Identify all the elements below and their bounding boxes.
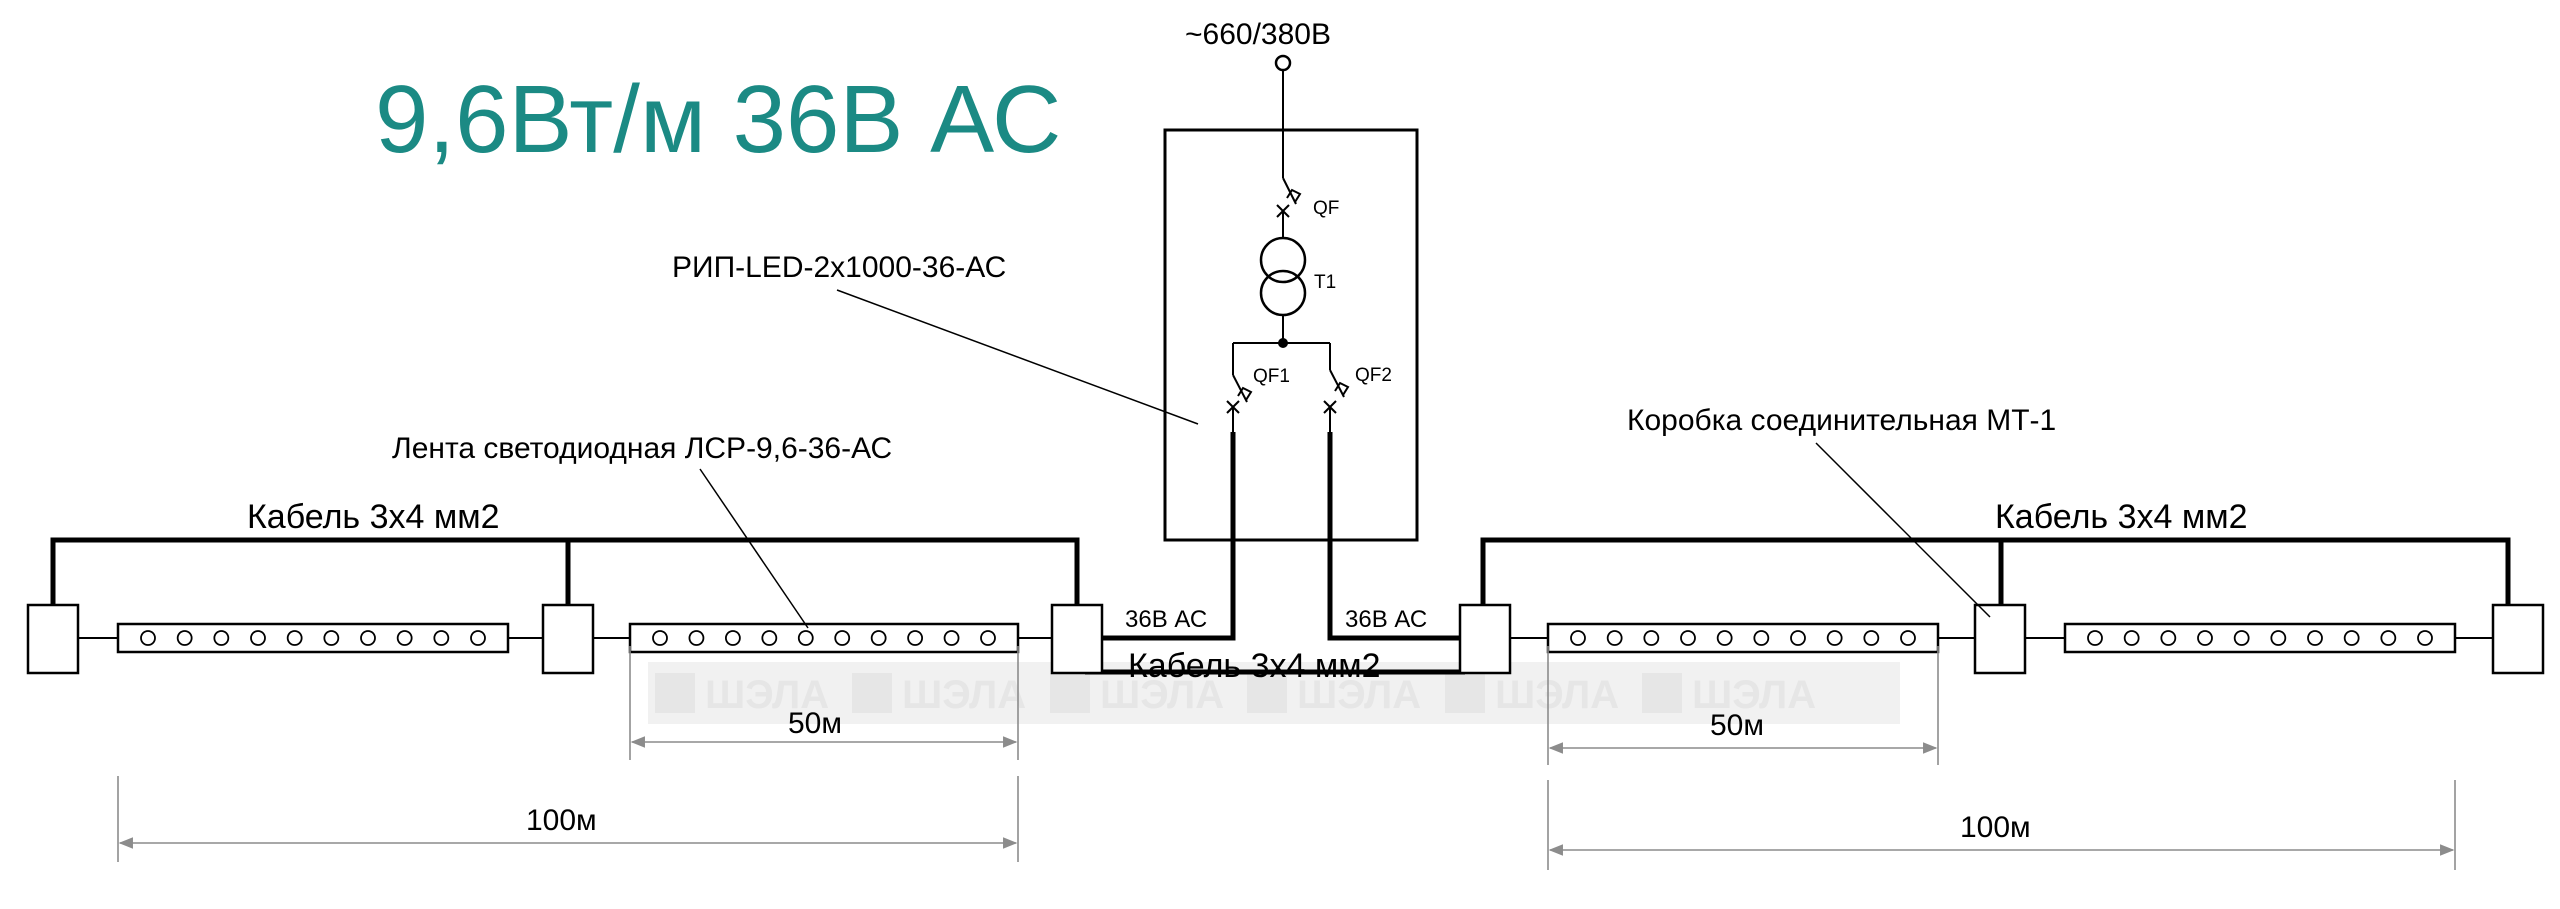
led-icon: [286, 630, 303, 646]
led-icon: [1900, 630, 1916, 646]
transformer-label: T1: [1314, 272, 1336, 293]
left-segment-length: 50м: [788, 707, 842, 740]
dimension-left-segment: [629, 646, 1019, 760]
shela-logo-icon: [852, 673, 892, 713]
led-icon: [834, 630, 851, 646]
led-strip: [628, 622, 1020, 654]
led-icon: [1643, 630, 1660, 646]
led-icon: [907, 630, 924, 646]
output-cable-right: [1327, 432, 1465, 641]
right-segment-length: 50м: [1710, 709, 1764, 742]
watermark-text: ШЭЛА: [902, 673, 1026, 717]
led-icon: [1826, 630, 1843, 646]
breaker-qf1-label: QF1: [1253, 366, 1290, 387]
led-strip-label: Лента светодиодная ЛСР-9,6-36-АС: [392, 432, 892, 465]
led-icon: [1863, 630, 1880, 646]
led-icon: [2233, 630, 2250, 646]
led-icon: [652, 630, 668, 646]
main-breaker-qf: [1276, 177, 1302, 237]
diagram-title: 9,6Вт/м 36В АС: [375, 66, 1061, 173]
shela-logo-icon: [1642, 673, 1682, 713]
dimension-left-total: [117, 776, 1019, 862]
shela-logo-icon: [1445, 673, 1485, 713]
junction-box-label: Коробка соединительная МТ-1: [1627, 404, 2056, 437]
led-strip: [1546, 622, 1940, 654]
led-icon: [870, 630, 887, 646]
shela-logo-icon: [1050, 673, 1090, 713]
left-cable-label: Кабель 3х4 мм2: [247, 498, 500, 536]
right-top-cable: [1480, 537, 2511, 605]
breaker-qf2-label: QF2: [1355, 365, 1392, 386]
led-icon: [980, 630, 996, 646]
led-icon: [2197, 630, 2213, 646]
led-strip: [2063, 622, 2457, 654]
right-cable-label: Кабель 3х4 мм2: [1995, 498, 2248, 536]
center-cable-label: Кабель 3х4 мм2: [1128, 647, 1381, 685]
led-icon: [2417, 630, 2433, 646]
watermark-text: ШЭЛА: [705, 673, 829, 717]
output-voltage-left: 36В АС: [1125, 606, 1207, 633]
led-icon: [1790, 630, 1806, 646]
led-icon: [433, 630, 450, 646]
junction-box: [2491, 603, 2545, 675]
led-icon: [323, 630, 340, 646]
led-icon: [176, 630, 193, 646]
junction-box: [1050, 603, 1104, 675]
led-icon: [761, 630, 778, 646]
led-icon: [724, 630, 741, 646]
breaker-qf1: [1226, 343, 1253, 432]
output-voltage-right: 36В АС: [1345, 606, 1427, 633]
led-icon: [797, 630, 814, 646]
left-top-cable: [50, 537, 1080, 605]
watermark-text: ШЭЛА: [1100, 673, 1224, 717]
watermark-text: ШЭЛА: [1692, 673, 1816, 717]
junction-box: [1973, 603, 2027, 675]
led-icon: [2307, 630, 2323, 646]
led-icon: [213, 630, 230, 646]
led-icon: [2380, 630, 2397, 646]
junction-box: [541, 603, 595, 675]
led-icon: [1716, 630, 1733, 646]
led-icon: [2343, 630, 2360, 646]
right-total-length: 100м: [1960, 811, 2031, 844]
left-total-length: 100м: [526, 804, 597, 837]
led-icon: [1570, 630, 1586, 646]
led-icon: [140, 630, 156, 646]
shela-logo-icon: [655, 673, 695, 713]
breaker-qf2: [1323, 343, 1350, 432]
power-supply-label: РИП-LED-2х1000-36-АС: [672, 251, 1006, 284]
led-icon: [1606, 630, 1623, 646]
junction-box: [1458, 603, 1512, 675]
dimension-right-total: [1547, 780, 2456, 870]
power-supply-cabinet: [1163, 128, 1419, 542]
led-icon: [396, 630, 413, 646]
output-cable-left: [1085, 432, 1236, 641]
shela-logo-icon: [1247, 673, 1287, 713]
led-icon: [1753, 630, 1770, 646]
led-icon: [943, 630, 960, 646]
supply-voltage-label: ~660/380В: [1185, 18, 1331, 51]
led-icon: [2087, 630, 2103, 646]
led-icon: [250, 630, 266, 646]
led-icon: [2123, 630, 2140, 646]
led-icon: [688, 630, 705, 646]
watermark-text: ШЭЛА: [1495, 673, 1619, 717]
led-icon: [360, 630, 376, 646]
led-strip: [116, 622, 510, 654]
transformer-t1: [1259, 236, 1307, 348]
dimension-right-segment: [1547, 646, 1939, 765]
watermark-text: ШЭЛА: [1297, 673, 1421, 717]
supply-terminal: [1274, 54, 1292, 178]
led-icon: [1680, 630, 1696, 646]
led-icon: [470, 630, 486, 646]
led-icon: [2270, 630, 2287, 646]
led-icon: [2160, 630, 2177, 646]
main-breaker-label: QF: [1313, 198, 1339, 219]
junction-box: [26, 603, 80, 675]
